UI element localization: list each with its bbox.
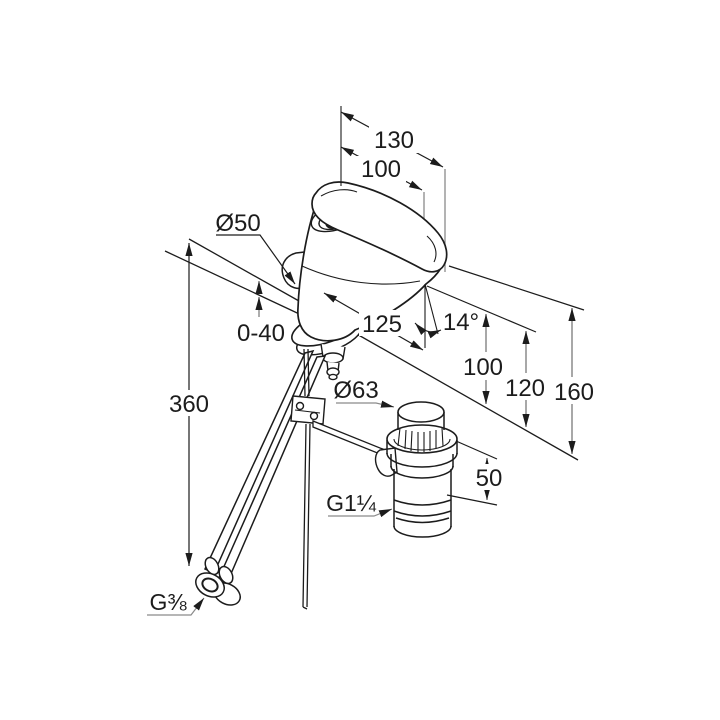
rod-clamp xyxy=(291,396,325,424)
dim-label-130: 130 xyxy=(374,127,414,154)
dim-waste-diameter-o63: Ø63 xyxy=(333,377,394,408)
hose-end-fitting-2 xyxy=(216,564,235,586)
ref-line-spout-tip xyxy=(427,286,536,332)
dim-label-360: 360 xyxy=(169,391,209,418)
flange-top-rim xyxy=(387,425,457,453)
dim-overall-height-160: 160 xyxy=(548,308,598,454)
dim-label-100-top: 100 xyxy=(361,156,401,183)
lever-top-inner-line xyxy=(321,190,357,196)
hose-end-fitting-1 xyxy=(202,555,221,577)
dim-label-g1-1-4: G1¼ xyxy=(326,490,377,516)
lever-inner-tip-line xyxy=(427,236,436,262)
dim-label-125: 125 xyxy=(362,311,402,338)
dim-label-50: 50 xyxy=(476,465,503,492)
dim-label-o50: Ø50 xyxy=(215,210,260,237)
dim-spout-height-100: 100 xyxy=(458,314,508,404)
height-reference-lines xyxy=(427,266,584,505)
dim-label-g3-8: G⅜ xyxy=(149,589,187,615)
dim-waste-thread-g114: G1¼ xyxy=(326,490,392,518)
rib-crown xyxy=(394,428,450,452)
dim-spout-reach-100: 100 xyxy=(341,147,422,190)
dim-label-0-40: 0-40 xyxy=(237,320,285,347)
dim-deck-thickness-0-40: 0-40 xyxy=(237,281,285,347)
dim-body-height-120: 120 xyxy=(500,331,550,427)
dim-label-160: 160 xyxy=(554,379,594,406)
dim-base-diameter-o50: Ø50 xyxy=(215,210,295,284)
hose-nuts xyxy=(192,568,244,609)
ref-line-lever-tip xyxy=(449,266,584,310)
angle-slant-leg xyxy=(425,284,438,334)
dim-waste-height-50: 50 xyxy=(471,458,507,500)
nut-1-inner xyxy=(200,576,220,594)
dim-spout-projection-125: 125 xyxy=(324,293,423,350)
dim-label-14deg: 14° xyxy=(443,309,479,336)
dim-label-100-right: 100 xyxy=(463,354,503,381)
angle-arc xyxy=(415,323,441,339)
aerator-shank xyxy=(321,344,345,380)
dim-label-120: 120 xyxy=(505,375,545,402)
deck-top-line-right xyxy=(355,333,578,460)
dim-spout-angle-14: 14° xyxy=(415,284,479,348)
waste-body xyxy=(394,469,451,537)
ref-line-waste-bottom xyxy=(447,495,497,505)
supply-hoses xyxy=(202,351,325,586)
pop-up-rod xyxy=(303,349,310,609)
dim-label-o63: Ø63 xyxy=(333,377,378,404)
drain-assembly xyxy=(376,402,457,537)
dim-hose-length-360: 360 xyxy=(163,243,215,566)
dim-supply-thread-g38: G⅜ xyxy=(147,589,204,615)
body-crease-line xyxy=(302,266,420,284)
ref-line-waste-top xyxy=(456,441,497,459)
plunger-cap xyxy=(398,402,444,430)
deck-top-line-left xyxy=(189,239,299,301)
hose-1 xyxy=(205,351,313,573)
